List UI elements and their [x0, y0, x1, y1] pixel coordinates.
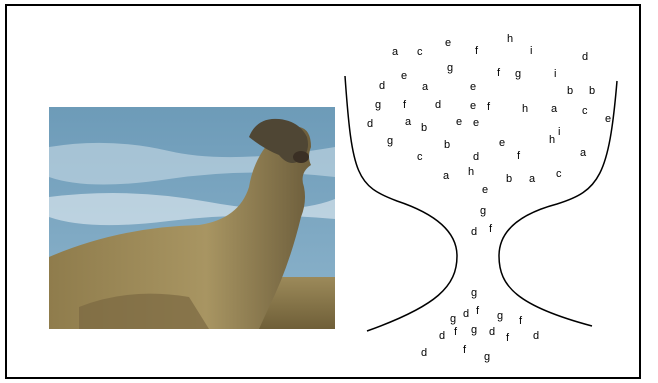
top-letter: f	[403, 99, 407, 111]
bottom-letter: g	[450, 313, 456, 325]
bottom-letter: g	[484, 351, 490, 363]
top-letter: b	[589, 85, 595, 97]
top-letter: e	[499, 137, 505, 149]
top-letter: i	[530, 45, 532, 57]
top-letter: d	[435, 99, 441, 111]
top-letter: f	[517, 150, 521, 162]
top-letter: a	[405, 116, 412, 128]
neck-letter: d	[471, 226, 477, 238]
top-letter: e	[470, 100, 476, 112]
hourglass-left-outline	[345, 76, 457, 331]
top-letter: a	[422, 81, 429, 93]
neck-letter: g	[480, 205, 486, 217]
top-letter: d	[367, 118, 373, 130]
top-letter: e	[473, 117, 479, 129]
top-letter: a	[551, 103, 558, 115]
top-letter: f	[487, 101, 491, 113]
top-letter: h	[507, 33, 513, 45]
top-letter: a	[443, 170, 450, 182]
top-letter: a	[580, 147, 587, 159]
top-letter: a	[529, 173, 536, 185]
top-letter: d	[379, 80, 385, 92]
bottom-letter: d	[533, 330, 539, 342]
bottom-letter: g	[471, 287, 477, 299]
top-letter: b	[421, 122, 427, 134]
top-letter: f	[497, 67, 501, 79]
top-letter: g	[447, 62, 453, 74]
top-letter: b	[567, 85, 573, 97]
top-letter: c	[582, 105, 588, 117]
top-letter: h	[468, 166, 474, 178]
seal-mouth	[293, 151, 309, 163]
top-letter: c	[556, 168, 562, 180]
bottom-letter: d	[463, 308, 469, 320]
neck-letter: f	[489, 223, 493, 235]
bottom-letter: f	[476, 305, 480, 317]
top-letter: h	[522, 103, 528, 115]
bottom-letter: f	[519, 315, 523, 327]
top-letter: f	[475, 45, 479, 57]
bottom-letter: f	[454, 326, 458, 338]
bottom-letter: g	[471, 324, 477, 336]
top-letter: h	[549, 134, 555, 146]
top-letter: e	[482, 184, 488, 196]
top-letter: e	[605, 113, 611, 125]
top-letter: i	[554, 68, 556, 80]
bottom-letter: d	[439, 330, 445, 342]
bottom-letter: g	[497, 310, 503, 322]
elephant-seal-photo	[49, 107, 335, 329]
bottom-letter: d	[421, 347, 427, 359]
top-letter: g	[387, 135, 393, 147]
top-letter: a	[392, 46, 399, 58]
bottom-letter: f	[463, 344, 467, 356]
top-letter: c	[417, 46, 423, 58]
top-letter: c	[417, 151, 423, 163]
top-letter: e	[456, 116, 462, 128]
top-letter: d	[582, 51, 588, 63]
top-letter: d	[473, 151, 479, 163]
top-letter: i	[558, 126, 560, 138]
top-letter: g	[375, 99, 381, 111]
top-letter: b	[506, 173, 512, 185]
hourglass-right-outline	[499, 81, 617, 326]
top-letter: e	[470, 81, 476, 93]
top-letter: b	[444, 139, 450, 151]
top-letter: e	[401, 70, 407, 82]
top-letter: e	[445, 37, 451, 49]
bottom-letter: f	[506, 332, 510, 344]
bottom-letter: d	[489, 326, 495, 338]
top-letter: g	[515, 68, 521, 80]
